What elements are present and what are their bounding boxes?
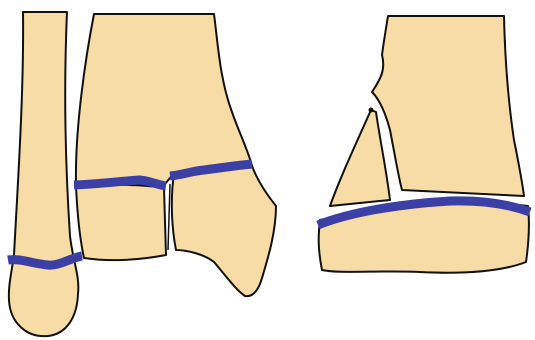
epiphysis-fracture-line [168,184,170,250]
metaphyseal-spike-fragment [330,110,390,206]
tibial-shaft [76,14,252,184]
medial-epiphysis-fragment [76,185,166,260]
frontal-view-panel [8,12,276,336]
lateral-epiphysis-fragment [172,166,276,296]
lateral-tibial-shaft [372,16,524,196]
medial-growth-plate [74,180,166,186]
fibula [9,12,79,336]
lateral-view-panel [318,16,530,273]
fracture-apex-point [369,108,374,113]
